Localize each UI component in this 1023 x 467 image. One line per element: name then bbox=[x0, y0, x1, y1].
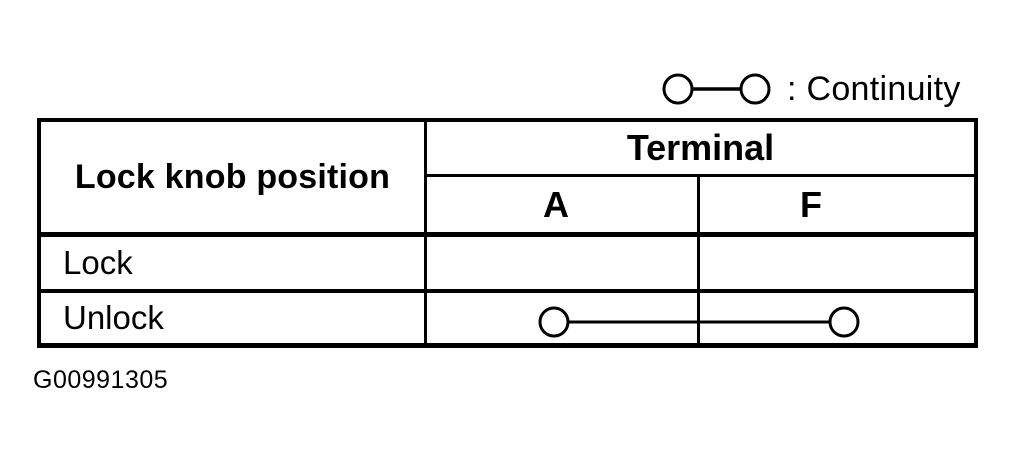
header-body-separator bbox=[37, 232, 978, 237]
legend-label: : Continuity bbox=[787, 70, 961, 108]
table-border-left bbox=[37, 118, 41, 348]
column-header-f: F bbox=[700, 177, 974, 232]
cell-lock-terminal-a bbox=[427, 236, 697, 289]
column-header-a: A bbox=[427, 177, 697, 232]
cell-lock-terminal-f bbox=[700, 236, 974, 289]
table-border-right bbox=[974, 118, 978, 348]
table-border-top bbox=[37, 118, 978, 122]
continuity-legend: : Continuity bbox=[661, 70, 961, 108]
row-label-unlock: Unlock bbox=[63, 299, 164, 336]
continuity-symbol-icon bbox=[662, 73, 771, 105]
terminal-group-header-cell: Terminal bbox=[626, 127, 775, 168]
terminal-header-underline bbox=[424, 174, 978, 177]
column-header-a-label: A bbox=[543, 183, 569, 225]
figure-id: G00991305 bbox=[33, 366, 169, 394]
row-header-cell: Lock knob position bbox=[74, 157, 391, 196]
table-border-bottom bbox=[37, 343, 978, 348]
column-header-f-label: F bbox=[800, 183, 822, 225]
continuity-mark-a-f bbox=[538, 306, 860, 338]
column-divider-a-f bbox=[697, 174, 700, 348]
row-label-lock: Lock bbox=[63, 243, 133, 281]
column-divider-main bbox=[424, 118, 427, 348]
row-separator bbox=[37, 289, 978, 293]
